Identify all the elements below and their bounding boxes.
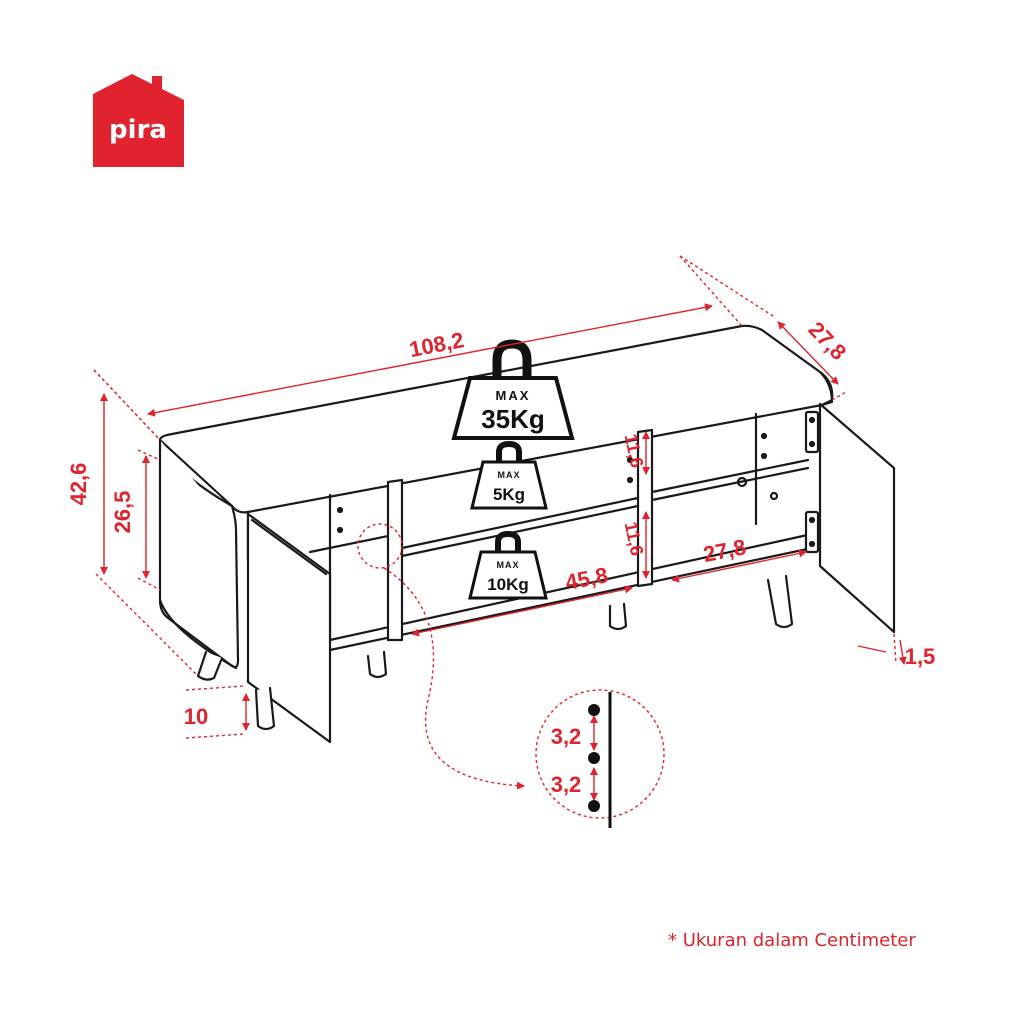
weight-icon-bottom: MAX 10Kg [468, 530, 548, 600]
hole-spacing-2-label: 3,2 [551, 772, 582, 797]
pira-logo: pira [93, 74, 184, 167]
door-thickness-label: 1,5 [905, 644, 936, 669]
weight-middle-label: MAX [498, 470, 521, 480]
weight-bottom-label: MAX [497, 560, 520, 570]
units-footnote: * Ukuran dalam Centimeter [668, 930, 916, 951]
weight-middle-value: 5Kg [493, 485, 525, 504]
weight-icon-middle: MAX 5Kg [470, 440, 548, 510]
depth-label: 27,8 [804, 317, 852, 365]
dimension-lines [93, 255, 907, 819]
total-height-label: 42,6 [66, 463, 91, 506]
shelf-pin-detail [588, 692, 612, 828]
logo-text: pira [109, 115, 167, 145]
middle-width-label: 45,8 [563, 562, 610, 595]
weight-bottom-value: 10Kg [487, 575, 529, 594]
weight-top-value: 35Kg [481, 404, 545, 434]
hole-spacing-1-label: 3,2 [551, 724, 582, 749]
weight-icon-top: MAX 35Kg [451, 339, 575, 440]
body-height-label: 26,5 [110, 491, 135, 534]
weight-top-label: MAX [496, 388, 531, 403]
leg-height-label: 10 [184, 704, 208, 729]
width-label: 108,2 [407, 327, 466, 362]
